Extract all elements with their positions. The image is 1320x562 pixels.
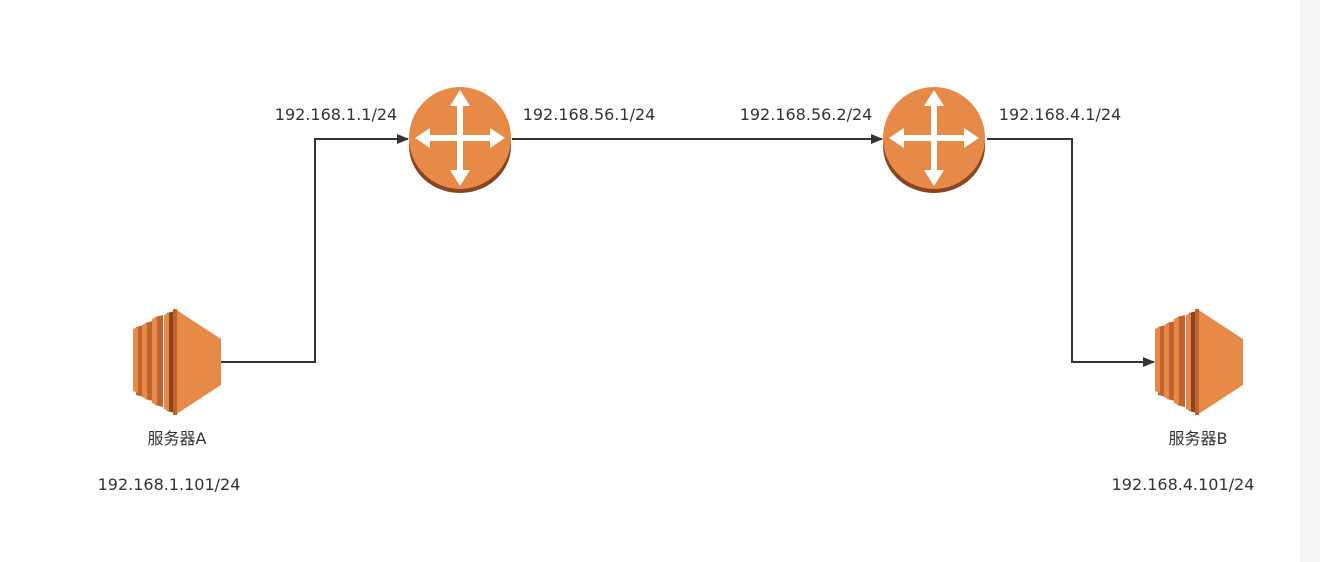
router-1-node[interactable]: [409, 87, 511, 193]
router-icon: [409, 87, 511, 193]
router-2-ip-right-label: 192.168.4.1/24: [999, 105, 1121, 124]
router-1-ip-left-label: 192.168.1.1/24: [275, 105, 397, 124]
server-b-node[interactable]: [1155, 309, 1243, 415]
server-icon: [133, 309, 221, 415]
server-a-label: 服务器A: [148, 429, 207, 448]
server-a-ip-label: 192.168.1.101/24: [98, 475, 241, 494]
edge-router-2-to-server-b: [987, 138, 1155, 367]
router-icon: [883, 87, 985, 193]
router-1-ip-right-label: 192.168.56.1/24: [523, 105, 656, 124]
server-icon: [1155, 309, 1243, 415]
edge-server-a-to-router-1: [220, 134, 409, 363]
scrollbar-track[interactable]: [1300, 0, 1320, 562]
server-b-label: 服务器B: [1169, 429, 1228, 448]
connectors: [220, 134, 1155, 367]
router-2-ip-left-label: 192.168.56.2/24: [740, 105, 873, 124]
server-a-node[interactable]: [133, 309, 221, 415]
server-b-ip-label: 192.168.4.101/24: [1112, 475, 1255, 494]
router-2-node[interactable]: [883, 87, 985, 193]
